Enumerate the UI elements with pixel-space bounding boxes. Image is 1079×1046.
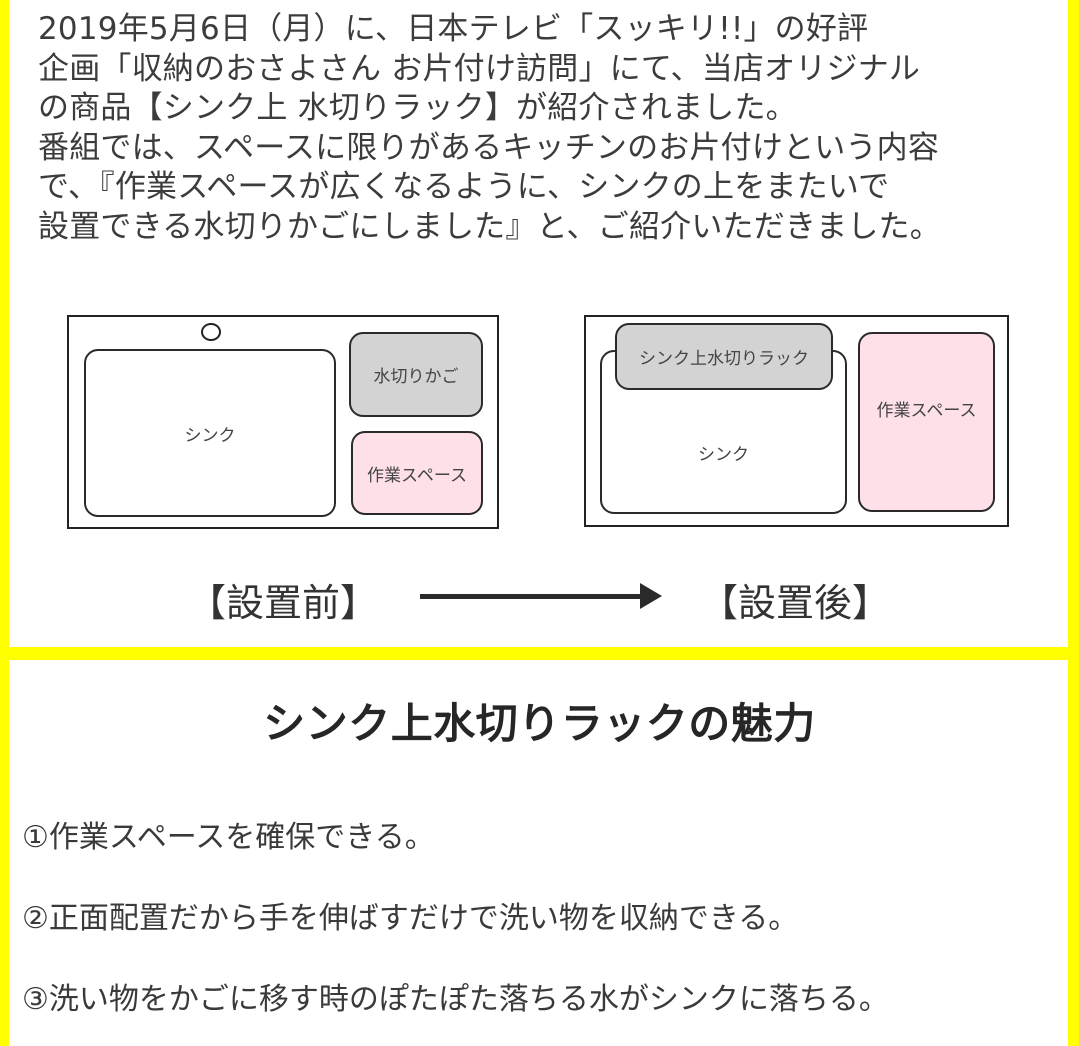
intro-line: 番組では、スペースに限りがあるキッチンのお片付けという内容 — [38, 129, 940, 166]
faucet-icon — [201, 323, 221, 341]
merit-item: ①作業スペースを確保できる。 — [22, 820, 435, 855]
workspace-label: 作業スペース — [876, 400, 977, 421]
arrow-head-icon — [640, 583, 662, 609]
caption-after: 【設置後】 — [700, 581, 891, 625]
sink-label: シンク — [184, 425, 236, 446]
diagram-after: シンク シンク上水切りラック 作業スペース — [584, 315, 1009, 527]
sink-box: シンク — [84, 349, 336, 517]
drying-rack-label: 水切りかご — [373, 367, 459, 387]
diagram-before: シンク 水切りかご 作業スペース — [67, 315, 499, 529]
intro-line: 設置できる水切りかごにしました』と、ご紹介いただきました。 — [38, 208, 941, 245]
workspace-box: 作業スペース — [351, 431, 483, 515]
drying-rack-box: 水切りかご — [349, 332, 483, 417]
merit-item: ②正面配置だから手を伸ばすだけで洗い物を収納できる。 — [22, 901, 799, 936]
intro-line: で、『作業スペースが広くなるように、シンクの上をまたいで — [38, 169, 890, 205]
caption-before: 【設置前】 — [188, 581, 379, 625]
over-sink-rack-label: シンク上水切りラック — [639, 349, 809, 369]
arrow-icon — [420, 594, 648, 599]
intro-line: の商品【シンク上 水切りラック】が紹介されました。 — [38, 90, 797, 126]
section-title: シンク上水切りラックの魅力 — [263, 699, 816, 748]
intro-line: 企画「収納のおさよさん お片付け訪問」にて、当店オリジナル — [38, 50, 921, 87]
workspace-label: 作業スペース — [367, 465, 467, 486]
section-divider — [0, 647, 1079, 660]
over-sink-rack-box: シンク上水切りラック — [615, 323, 833, 390]
workspace-box: 作業スペース — [858, 332, 995, 512]
intro-text: 2019年5月6日（月）に、日本テレビ「スッキリ!!」の好評 企画「収納のおさよ… — [38, 10, 1048, 247]
merit-item: ③洗い物をかごに移す時のぽたぽた落ちる水がシンクに落ちる。 — [22, 982, 889, 1017]
sink-label: シンク — [698, 444, 749, 465]
intro-line: 2019年5月6日（月）に、日本テレビ「スッキリ!!」の好評 — [38, 11, 869, 47]
